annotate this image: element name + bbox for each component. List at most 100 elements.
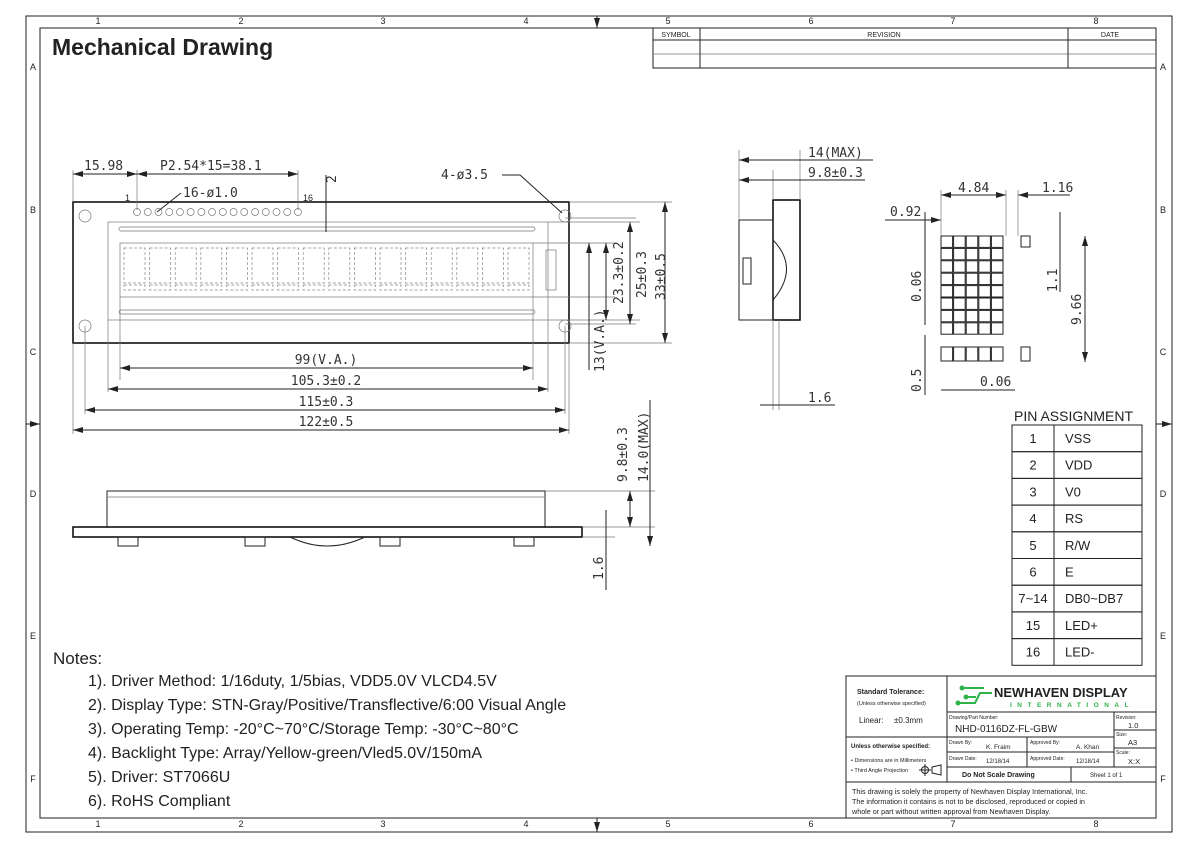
linear-label: Linear:: [859, 716, 883, 725]
dim-bottom-9-8: 9.8±0.3: [616, 427, 631, 482]
grid-column-label: 7: [950, 16, 955, 26]
pin-signal: E: [1065, 565, 1074, 580]
cursor-row: [226, 284, 248, 291]
sheet-number: Sheet 1 of 1: [1090, 773, 1123, 779]
note-item: 2). Display Type: STN-Gray/Positive/Tran…: [88, 697, 566, 714]
dimensions-note: • Dimensions are in Millimeters: [851, 758, 927, 764]
note-item: 6). RoHS Compliant: [88, 793, 231, 810]
grid-row-label: E: [1160, 631, 1166, 641]
drawn-date-label: Drawn Date:: [949, 756, 977, 762]
pixel-dot: [990, 309, 1004, 323]
grid-column-label: 5: [665, 16, 670, 26]
cursor-row: [200, 284, 223, 291]
title-block: Standard Tolerance: (Unless otherwise sp…: [845, 675, 1157, 819]
dim-0-06-vertical: 0.06: [910, 271, 925, 302]
cursor-row: [456, 284, 479, 291]
dim-bottom-14max: 14.0(MAX): [637, 412, 652, 482]
character-cell: [200, 247, 223, 284]
cursor-row: [123, 284, 146, 291]
pixel-dot: [978, 297, 991, 310]
unless-specified-heading: Unless otherwise specified:: [851, 744, 930, 750]
grid-row-label: A: [1160, 62, 1166, 72]
pixel-dot: [953, 260, 966, 273]
revision-table: SYMBOL REVISION DATE: [652, 27, 1157, 69]
pixel-dot: [965, 272, 979, 286]
pin-hole: [186, 208, 195, 216]
part-number: NHD-0116DZ-FL-GBW: [955, 724, 1058, 735]
dim-bezel-width: 105.3±0.2: [291, 374, 361, 389]
rev-col-date: DATE: [1101, 32, 1119, 39]
note-item: 4). Backlight Type: Array/Yellow-green/V…: [88, 745, 482, 762]
dim-side-9-8: 9.8±0.3: [808, 166, 863, 181]
grid-column-label: 8: [1093, 819, 1098, 829]
dim-va-height: 13(V.A.): [593, 309, 608, 372]
notes: Notes: 1). Driver Method: 1/16duty, 1/5b…: [53, 649, 566, 810]
dim-side-14max: 14(MAX): [808, 146, 863, 161]
pixel-dot: [965, 285, 979, 298]
pixel-dot: [940, 285, 954, 298]
cursor-pixel: [990, 346, 1004, 362]
revision-value: 1.0: [1128, 721, 1138, 730]
pin-hole: [176, 208, 184, 216]
pixel-dot: [965, 247, 979, 261]
unless-specified-note: (Unless otherwise specified): [857, 701, 926, 707]
character-cell: [430, 247, 453, 284]
pixel-dot: [940, 297, 954, 310]
cursor-pixel: [1020, 346, 1031, 362]
approved-date: 12/18/14: [1076, 759, 1100, 765]
pin-table-title: PIN ASSIGNMENT: [1014, 408, 1133, 424]
pixel-dot: [990, 260, 1004, 273]
cursor-row: [507, 284, 530, 291]
pin-table-row: [1011, 638, 1143, 666]
cursor-row: [379, 284, 402, 291]
notes-heading: Notes:: [53, 649, 102, 668]
cursor-row: [277, 284, 299, 291]
cursor-row: [251, 284, 274, 291]
part-number-label: Drawing/Part Number:: [949, 715, 998, 721]
pin-signal: R/W: [1065, 538, 1091, 553]
character-cell: [328, 247, 351, 284]
do-not-scale-note: Do Not Scale Drawing: [962, 772, 1035, 779]
cursor-row: [405, 284, 427, 291]
dim-23-3: 23.3±0.2: [612, 241, 627, 304]
grid-row-label: D: [1160, 489, 1167, 499]
approved-by-label: Approved By:: [1030, 740, 1060, 746]
pixel-dot: [965, 297, 979, 310]
dim-9-66: 9.66: [1070, 294, 1085, 325]
grid-row-label: E: [30, 631, 36, 641]
grid-column-label: 2: [238, 16, 243, 26]
dim-0-92: 0.92: [890, 205, 921, 220]
grid-column-label: 7: [950, 819, 955, 829]
pixel-dot: [978, 235, 991, 248]
pin-number: 6: [1029, 565, 1036, 580]
pixel-dot: [953, 285, 966, 298]
grid-column-label: 3: [380, 16, 385, 26]
pin-number: 16: [1026, 645, 1040, 660]
pixel-dot: [953, 322, 966, 335]
mounting-hole: [78, 209, 92, 223]
side-view: 14(MAX) 9.8±0.3 1.6: [738, 146, 873, 410]
grid-row-label: F: [1160, 774, 1166, 784]
dim-1-1: 1.1: [1046, 269, 1061, 292]
pixel-dot: [953, 309, 966, 323]
dim-hole-span: 115±0.3: [299, 395, 354, 410]
pin-number: 1: [1029, 431, 1036, 446]
pin-hole: [218, 208, 227, 216]
pin-signal: LED-: [1065, 645, 1095, 660]
pin-number: 5: [1029, 538, 1036, 553]
rev-col-symbol: SYMBOL: [661, 32, 690, 39]
grid-row-label: C: [1160, 347, 1167, 357]
pin-hole: [197, 208, 206, 216]
grid-column-label: 1: [95, 819, 100, 829]
pin-hole: [251, 208, 259, 216]
pixel-dot: [965, 309, 979, 323]
grid-column-label: 8: [1093, 16, 1098, 26]
cursor-pixel: [978, 346, 991, 362]
front-view: 15.98 P2.54*15=38.1 16-ø1.0 1 16 2 4-ø3.…: [72, 159, 672, 434]
dim-0-06-horizontal: 0.06: [980, 375, 1011, 390]
character-cell: [123, 247, 146, 284]
dim-mounting-holes: 4-ø3.5: [441, 168, 488, 183]
pin-signal: RS: [1065, 511, 1083, 526]
pixel-dot: [940, 247, 954, 261]
pixel-dot: [953, 235, 966, 248]
